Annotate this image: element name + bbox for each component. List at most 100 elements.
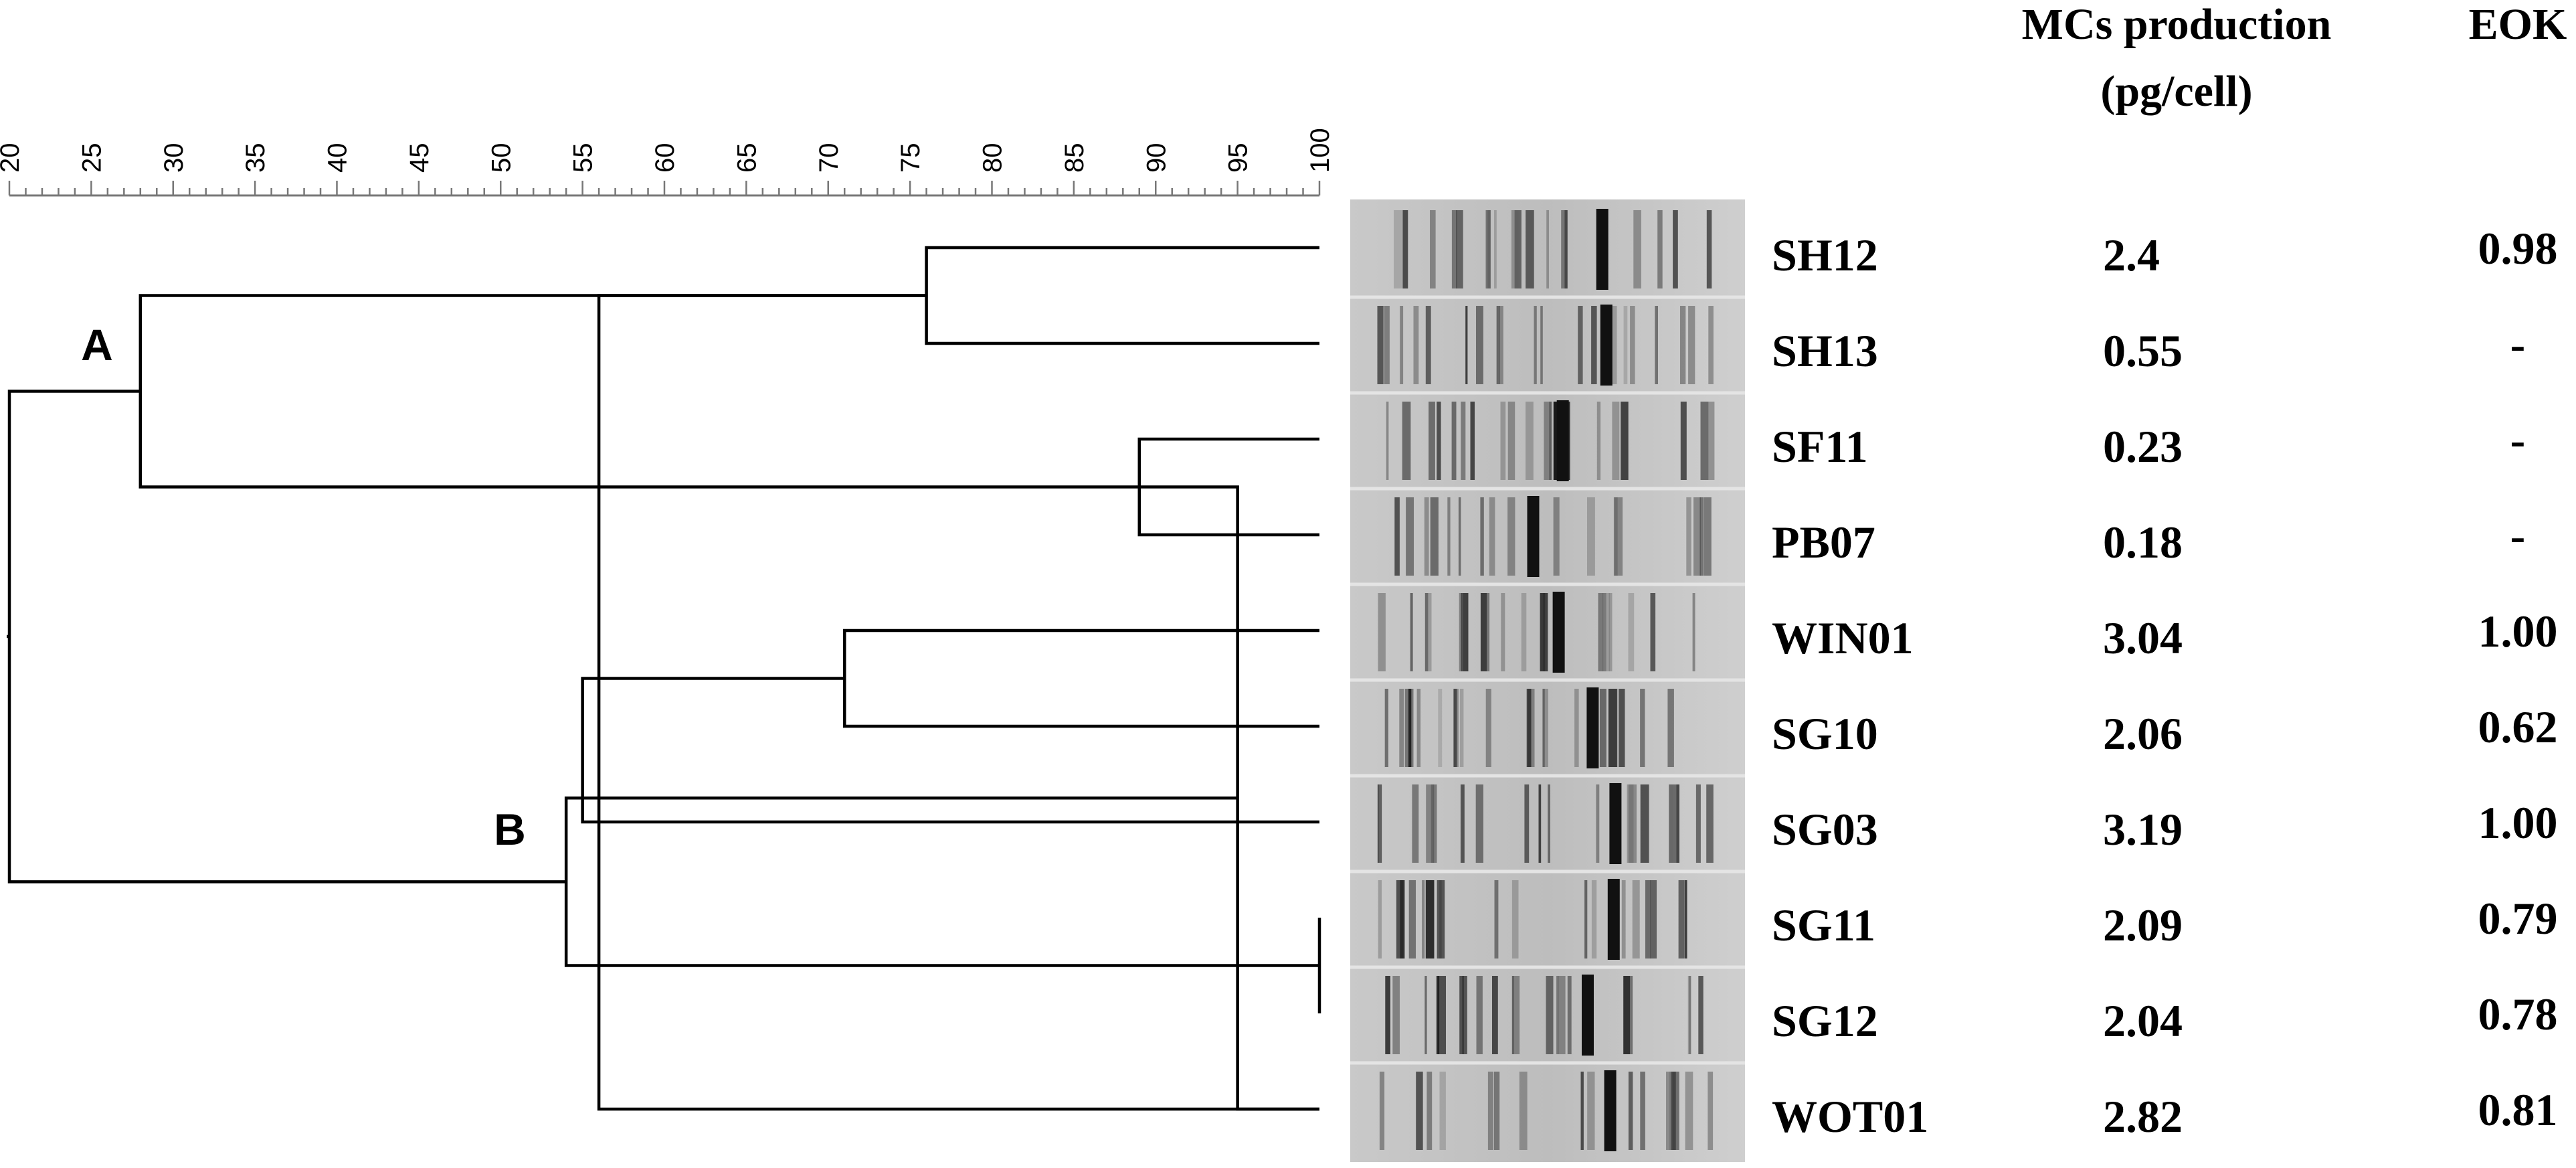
gel-band [1485, 210, 1491, 288]
gel-band [1494, 1072, 1500, 1150]
gel-band [1610, 306, 1617, 384]
eok-value: 0.78 [2478, 989, 2558, 1039]
eok-value: 1.00 [2478, 797, 2558, 848]
gel-band [1425, 306, 1431, 384]
gel-band-major [1607, 879, 1620, 960]
gel-band [1580, 1072, 1584, 1150]
scale-tick-label: 50 [486, 143, 516, 173]
gel-band [1424, 593, 1432, 671]
scale-tick-label: 80 [978, 143, 1008, 173]
gel-band [1437, 402, 1441, 480]
mcs-header-line2: (pg/cell) [2100, 67, 2252, 116]
scale-tick-label: 20 [0, 143, 25, 173]
gel-band [1426, 784, 1435, 863]
gel-band-major [1600, 305, 1613, 386]
gel-band [1708, 1072, 1714, 1150]
gel-band [1587, 497, 1595, 576]
gel-band [1621, 880, 1626, 958]
scale-tick-label: 60 [650, 143, 680, 173]
gel-band [1698, 976, 1704, 1054]
gel-band [1485, 689, 1491, 767]
scale-tick-label: 40 [323, 143, 353, 173]
gel-band [1507, 402, 1515, 480]
scale-tick-label: 65 [732, 143, 761, 173]
eok-value: - [2510, 510, 2526, 561]
gel-band [1680, 306, 1686, 384]
gel-band [1408, 689, 1412, 767]
dendrogram-branch [1139, 485, 1319, 1111]
dendrogram-branch [925, 246, 1319, 345]
gel-band-major [1527, 496, 1540, 577]
gel-band [1628, 1072, 1633, 1150]
eok-value: 1.00 [2478, 606, 2558, 657]
gel-band [1534, 306, 1537, 384]
gel-band [1641, 689, 1645, 767]
gel-band [1422, 880, 1425, 958]
gel-band [1447, 497, 1451, 576]
strain-name: SG03 [1772, 804, 1878, 855]
mcs-value: 2.04 [2103, 995, 2183, 1046]
gel-band [1538, 784, 1542, 863]
gel-band [1459, 976, 1464, 1054]
gel-band [1475, 784, 1483, 863]
gel-band [1678, 880, 1685, 958]
gel-band [1458, 497, 1461, 576]
mcs-value: 2.06 [2103, 708, 2183, 759]
strain-name: SH13 [1772, 325, 1878, 376]
gel-band [1688, 306, 1695, 384]
gel-band [1480, 593, 1487, 671]
scale-tick-label: 90 [1141, 143, 1171, 173]
strain-name: PB07 [1772, 517, 1875, 568]
gel-band [1706, 784, 1714, 863]
strain-name: SF11 [1772, 421, 1868, 472]
gel-band [1673, 210, 1678, 288]
gel-band [1476, 976, 1483, 1054]
gel-band [1487, 1072, 1493, 1150]
gel-band [1412, 784, 1419, 863]
gel-band [1489, 497, 1495, 576]
eok-value: - [2510, 319, 2526, 369]
gel-band [1526, 689, 1532, 767]
gel-band [1497, 306, 1503, 384]
gel-band [1686, 497, 1691, 576]
gel-band [1650, 880, 1657, 958]
gel-band [1655, 306, 1658, 384]
gel-band [1427, 1072, 1433, 1150]
gel-band [1549, 402, 1552, 480]
dendrogram-tree [7, 246, 1321, 1111]
scale-tick-label: 55 [569, 143, 598, 173]
gel-band [1666, 1072, 1671, 1150]
gel-band [1640, 784, 1649, 863]
gel-band [1515, 210, 1522, 288]
gel-band-major [1552, 592, 1565, 673]
strain-name: SG11 [1772, 900, 1875, 950]
scale-tick-label: 45 [405, 143, 434, 173]
gel-band [1402, 210, 1408, 288]
gel-band [1392, 976, 1400, 1054]
gel-band [1574, 689, 1579, 767]
gel-band [1567, 976, 1572, 1054]
gel-band [1453, 689, 1458, 767]
gel-band [1556, 976, 1560, 1054]
gel-band [1693, 497, 1701, 576]
gel-band [1425, 880, 1435, 958]
gel-band [1558, 976, 1566, 1054]
gel-band [1470, 402, 1475, 480]
gel-band [1708, 402, 1715, 480]
gel-band [1708, 306, 1714, 384]
gel-band [1492, 976, 1498, 1054]
scale-tick-label: 75 [896, 143, 925, 173]
gel-band-major [1582, 975, 1594, 1056]
scale-tick-label: 70 [814, 143, 844, 173]
eok-value: 0.62 [2478, 701, 2558, 752]
gel-band [1461, 784, 1465, 863]
gel-band [1591, 880, 1597, 958]
gel-band [1384, 689, 1388, 767]
gel-band [1692, 593, 1695, 671]
gel-band [1400, 306, 1404, 384]
gel-band [1596, 402, 1601, 480]
gel-band [1608, 689, 1618, 767]
gel-band [1621, 402, 1629, 480]
gel-band [1546, 210, 1549, 288]
